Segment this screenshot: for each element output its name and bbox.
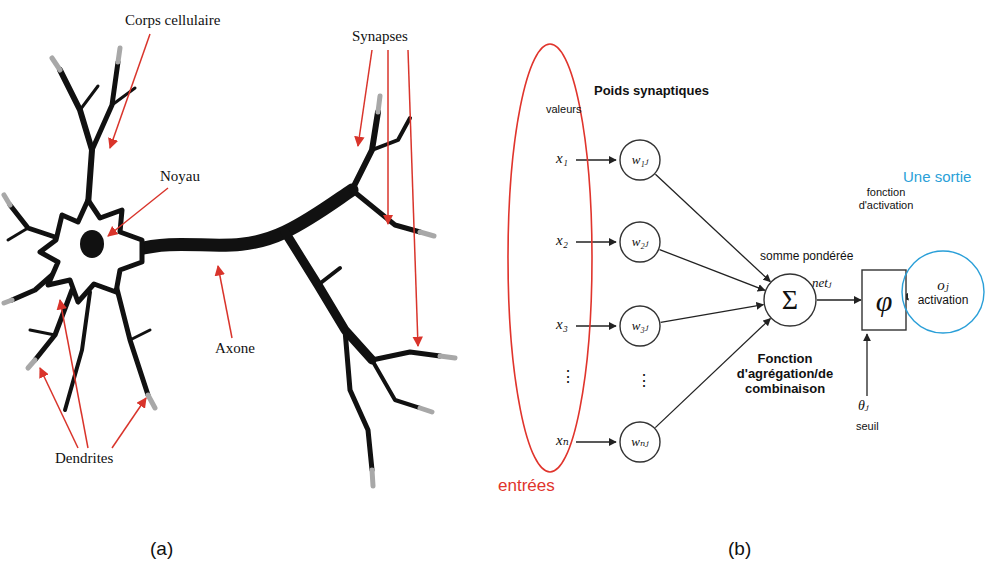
- activation-box: φ: [861, 269, 907, 331]
- figure-tag: (b): [728, 538, 751, 560]
- node-content: w₂ⱼ: [619, 221, 661, 263]
- neuron-drawing: [4, 48, 455, 486]
- node-content: w₃ⱼ: [619, 305, 661, 347]
- connector-arrow: [661, 305, 764, 323]
- weight-circle: w₂ⱼ: [619, 221, 661, 263]
- node-text: w₁ⱼ: [632, 153, 649, 167]
- threshold-label: seuil: [856, 420, 879, 433]
- part-label: Axone: [215, 340, 255, 357]
- node-text: w₃ⱼ: [632, 319, 649, 333]
- node-text: wₙⱼ: [631, 435, 648, 449]
- part-label: Dendrites: [55, 450, 113, 467]
- block-label: fonction d'activation: [852, 186, 920, 211]
- ellipsis-dots: ⋮: [560, 368, 576, 386]
- input-symbol: x₁: [556, 150, 568, 167]
- node-content: φ: [861, 269, 907, 331]
- connector-arrow: [660, 250, 765, 291]
- output-circle: oⱼactivation: [901, 250, 985, 334]
- node-subtext: activation: [918, 294, 969, 307]
- node-text: φ: [876, 284, 893, 317]
- connector-arrow: [655, 174, 770, 281]
- leader-lines: [40, 34, 418, 448]
- signal-label: somme pondérée: [760, 250, 853, 264]
- inputs-ellipse: [508, 44, 592, 472]
- signal-symbol: netⱼ: [812, 276, 831, 291]
- node-content: oⱼactivation: [901, 250, 985, 334]
- part-label: Noyau: [160, 168, 200, 185]
- sum-circle: Σ: [763, 273, 817, 327]
- threshold-symbol: θⱼ: [858, 398, 869, 414]
- weight-circle: w₁ⱼ: [619, 139, 661, 181]
- node-text: w₂ⱼ: [632, 235, 649, 249]
- node-content: wₙⱼ: [619, 421, 661, 463]
- connector-arrow: [817, 299, 861, 300]
- part-label: Corps cellulaire: [125, 12, 220, 29]
- part-label: Synapses: [352, 28, 408, 45]
- input-symbol: xₙ: [556, 432, 569, 449]
- node-text: Σ: [782, 285, 798, 316]
- output-label: Une sortie: [903, 168, 971, 185]
- weight-circle: w₃ⱼ: [619, 305, 661, 347]
- node-content: w₁ⱼ: [619, 139, 661, 181]
- node-content: Σ: [763, 273, 817, 327]
- ellipsis-dots: ⋮: [636, 372, 652, 390]
- input-symbol: x₂: [556, 232, 568, 249]
- inputs-label: entrées: [498, 476, 555, 496]
- input-symbol: x₃: [556, 316, 568, 333]
- figure-tag: (a): [150, 538, 173, 560]
- input-lines: [576, 160, 867, 442]
- weight-circle: wₙⱼ: [619, 421, 661, 463]
- function-label: Fonction d'agrégation/de combinaison: [722, 352, 848, 397]
- column-label: valeurs: [546, 103, 581, 116]
- node-text: oⱼ: [937, 277, 948, 294]
- group-label: Poids synaptiques: [594, 84, 709, 99]
